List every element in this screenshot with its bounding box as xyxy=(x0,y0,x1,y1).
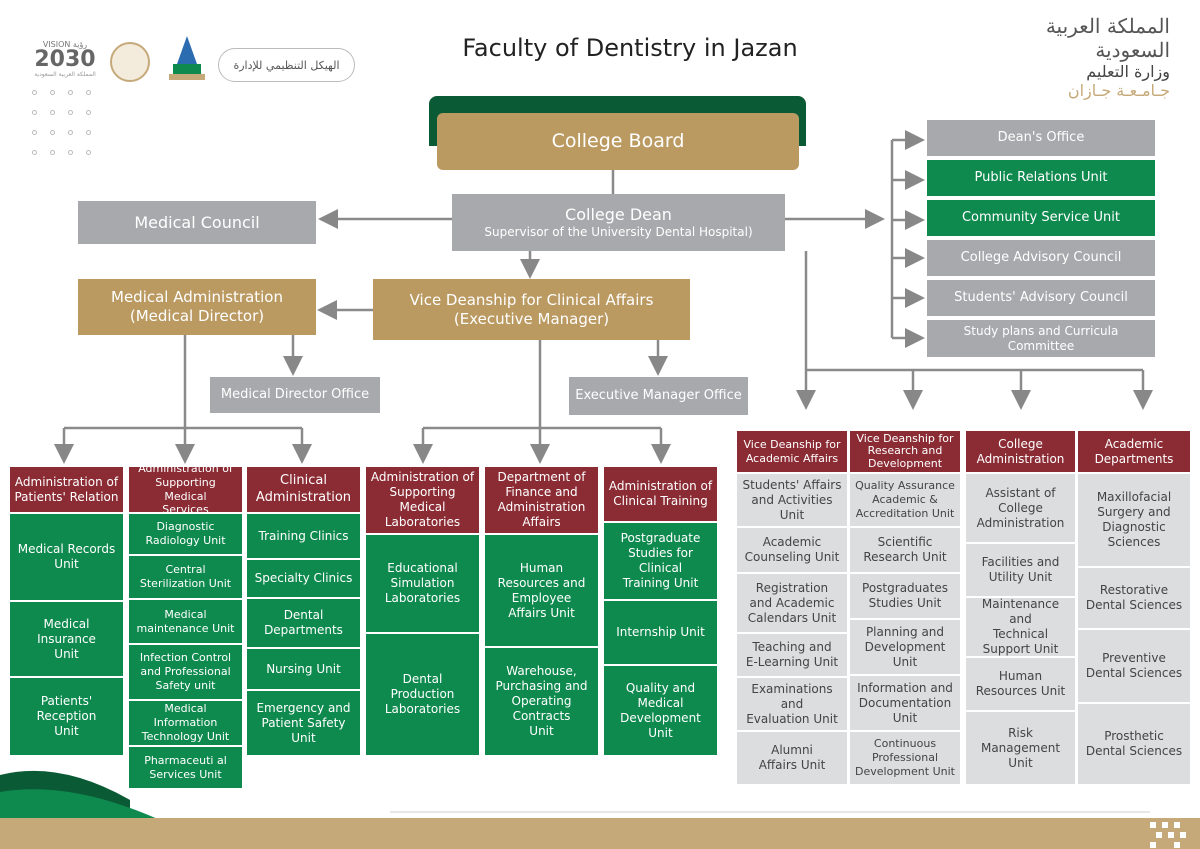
dental-production-labs: Dental Production Laboratories xyxy=(366,634,479,755)
medical-insurance-unit: Medical Insurance Unit xyxy=(10,602,123,676)
finance-administration-header: Department of Finance and Administration… xyxy=(485,467,598,533)
page-title: Faculty of Dentistry in Jazan xyxy=(462,34,798,62)
pharmaceutical-services-unit: Pharmaceuti al Services Unit xyxy=(129,747,242,788)
dental-departments-unit: Dental Departments xyxy=(247,599,360,647)
clinical-training-header: Administration of Clinical Training xyxy=(604,467,717,521)
patients-reception-unit: Patients' Reception Unit xyxy=(10,678,123,755)
medical-records-unit: Medical Records Unit xyxy=(10,514,123,600)
human-resources-employee-unit: Human Resources and Employee Affairs Uni… xyxy=(485,535,598,646)
information-documentation-unit: Information and Documentation Unit xyxy=(850,676,960,730)
college-dean-box: College Dean Supervisor of the Universit… xyxy=(452,194,785,251)
postgraduate-clinical-training-unit: Postgraduate Studies for Clinical Traini… xyxy=(604,523,717,599)
ministry-text: وزارة التعليم xyxy=(1086,62,1170,81)
quality-medical-development-unit: Quality and Medical Development Unit xyxy=(604,666,717,755)
warehouse-purchasing-unit: Warehouse, Purchasing and Operating Cont… xyxy=(485,648,598,755)
preventive-dental-dept: Preventive Dental Sciences xyxy=(1078,630,1190,702)
dot-pattern xyxy=(32,90,102,160)
supporting-medical-services-header: Administration of Supporting Medical Ser… xyxy=(129,462,242,516)
medical-administration-box: Medical Administration (Medical Director… xyxy=(78,279,316,335)
college-board-box: College Board xyxy=(437,113,799,170)
research-development-header: Vice Deanship for Research and Developme… xyxy=(850,431,960,472)
medical-director-office-box: Medical Director Office xyxy=(210,377,380,413)
community-service-box: Community Service Unit xyxy=(927,200,1155,236)
diagnostic-radiology-unit: Diagnostic Radiology Unit xyxy=(129,514,242,554)
university-emblem-icon xyxy=(165,34,209,82)
teaching-elearning-unit: Teaching and E-Learning Unit xyxy=(737,634,847,676)
vice-deanship-clinical-box: Vice Deanship for Clinical Affairs (Exec… xyxy=(373,279,690,340)
college-administration-header: College Administration xyxy=(966,431,1075,472)
seal-icon xyxy=(110,42,150,82)
assistant-college-administration: Assistant of College Administration xyxy=(966,474,1075,542)
prosthetic-dental-dept: Prosthetic Dental Sciences xyxy=(1078,704,1190,784)
medical-maintenance-unit: Medical maintenance Unit xyxy=(129,600,242,643)
specialty-clinics-unit: Specialty Clinics xyxy=(247,560,360,597)
internship-unit: Internship Unit xyxy=(604,601,717,664)
maintenance-technical-support-unit: Maintenance and Technical Support Unit xyxy=(966,597,1075,656)
study-plans-committee-box: Study plans and Curricula Committee xyxy=(927,320,1155,357)
clinical-administration-header: Clinical Administration xyxy=(247,467,360,512)
facilities-utility-unit: Facilities and Utility Unit xyxy=(966,544,1075,596)
patients-relation-header: Administration of Patients' Relation xyxy=(10,467,123,512)
planning-development-unit: Planning and Development Unit xyxy=(850,620,960,674)
restorative-dental-dept: Restorative Dental Sciences xyxy=(1078,568,1190,628)
risk-management-unit: Risk Management Unit xyxy=(966,712,1075,784)
continuous-professional-development-unit: Continuous Professional Development Unit xyxy=(850,732,960,784)
emergency-patient-safety-unit: Emergency and Patient Safety Unit xyxy=(247,691,360,755)
scientific-research-unit: Scientific Research Unit xyxy=(850,528,960,572)
students-affairs-unit: Students' Affairs and Activities Unit xyxy=(737,474,847,526)
vision-subtitle: المملكة العربية السعودية xyxy=(34,71,96,78)
executive-manager-office-box: Executive Manager Office xyxy=(569,377,748,415)
registration-calendars-unit: Registration and Academic Calendars Unit xyxy=(737,574,847,632)
training-clinics-unit: Training Clinics xyxy=(247,514,360,558)
human-resources-unit: Human Resources Unit xyxy=(966,658,1075,710)
infection-control-unit: Infection Control and Professional Safet… xyxy=(129,645,242,699)
college-advisory-council-box: College Advisory Council xyxy=(927,240,1155,276)
alumni-affairs-unit: Alumni Affairs Unit xyxy=(737,732,847,784)
vision-label: VISION رؤية xyxy=(42,40,88,49)
nursing-unit: Nursing Unit xyxy=(247,649,360,689)
ministry-logo: المملكة العربية السعودية وزارة التعليم ج… xyxy=(1000,14,1170,100)
public-relations-box: Public Relations Unit xyxy=(927,160,1155,196)
students-advisory-council-box: Students' Advisory Council xyxy=(927,280,1155,316)
central-sterilization-unit: Central Sterilization Unit xyxy=(129,556,242,598)
medical-council-box: Medical Council xyxy=(78,201,316,244)
maxillofacial-surgery-dept: Maxillofacial Surgery and Diagnostic Sci… xyxy=(1078,474,1190,566)
vision-2030-logo: VISION رؤية 2030 المملكة العربية السعودي… xyxy=(30,40,100,86)
org-structure-pill: الهيكل التنظيمي للإدارة xyxy=(218,48,355,82)
university-text: جـامـعـة جـازان xyxy=(1067,81,1170,100)
academic-departments-header: Academic Departments xyxy=(1078,431,1190,472)
educational-simulation-labs: Educational Simulation Laboratories xyxy=(366,535,479,632)
medical-it-unit: Medical Information Technology Unit xyxy=(129,701,242,745)
examinations-evaluation-unit: Examinations and Evaluation Unit xyxy=(737,678,847,730)
postgraduates-studies-unit: Postgraduates Studies Unit xyxy=(850,574,960,618)
academic-counseling-unit: Academic Counseling Unit xyxy=(737,528,847,572)
kingdom-text: المملكة العربية السعودية xyxy=(1045,14,1170,62)
vision-year: 2030 xyxy=(34,47,96,72)
supporting-laboratories-header: Administration of Supporting Medical Lab… xyxy=(366,467,479,533)
quality-assurance-unit: Quality Assurance Academic & Accreditati… xyxy=(850,474,960,526)
deans-office-box: Dean's Office xyxy=(927,120,1155,156)
academic-affairs-header: Vice Deanship for Academic Affairs xyxy=(737,431,847,472)
